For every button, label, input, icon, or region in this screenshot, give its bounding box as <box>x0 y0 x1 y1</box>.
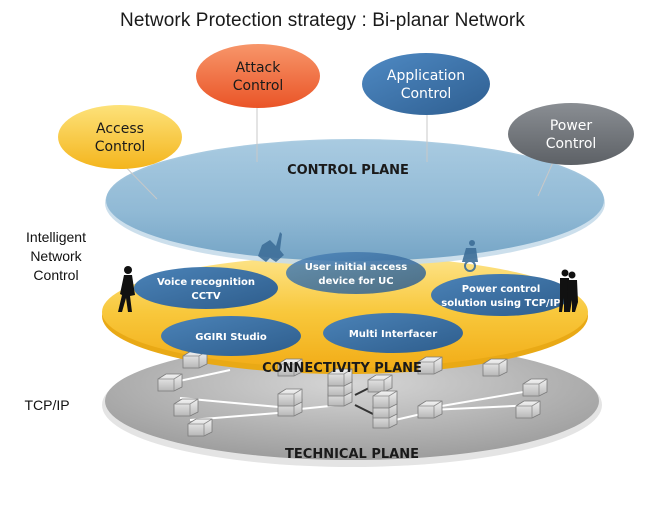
connectivity-plane-label: CONNECTIVITY PLANE <box>262 361 422 376</box>
item-shape <box>286 252 426 294</box>
item-label: device for UC <box>318 276 393 287</box>
side-label-line: Intelligent <box>26 229 86 245</box>
bubble-label: Power <box>550 118 593 134</box>
item-label: CCTV <box>191 291 220 302</box>
wheelchair-user-icon <box>462 240 478 272</box>
power-solution-item: Power control solution using TCP/IP <box>431 274 571 316</box>
network-device-icon <box>277 358 303 377</box>
network-nodes <box>157 350 548 437</box>
bubble-label: Application <box>387 68 465 84</box>
network-device-icon <box>277 388 303 417</box>
bubble-shape <box>196 44 320 108</box>
side-label-line: Network <box>30 248 82 264</box>
technical-plane-label: TECHNICAL PLANE <box>285 447 419 462</box>
item-shape <box>134 267 278 309</box>
network-device-icon <box>157 373 183 392</box>
network-device-icon <box>482 358 508 377</box>
bubble-shape <box>362 53 490 115</box>
diagram-title: Network Protection strategy : Bi-planar … <box>120 10 525 31</box>
user-access-item: User initial access device for UC <box>286 252 426 294</box>
bubble-label: Control <box>546 136 597 152</box>
network-device-icon <box>372 390 398 429</box>
control-plane <box>105 139 605 266</box>
network-device-icon <box>187 418 213 437</box>
control-plane-label: CONTROL PLANE <box>287 163 409 178</box>
item-shape <box>161 316 301 356</box>
item-label: solution using TCP/IP <box>441 298 561 309</box>
network-device-icon <box>522 378 548 397</box>
item-label: GGIRI Studio <box>195 332 267 343</box>
network-device-icon <box>367 374 393 393</box>
network-device-icon <box>417 356 443 375</box>
tcpip-label: TCP/IP <box>24 397 70 413</box>
bubble-label: Access <box>96 121 144 137</box>
people-silhouettes <box>118 232 578 312</box>
couple-icon <box>559 269 578 312</box>
item-label: Voice recognition <box>157 277 255 288</box>
bubble-label: Control <box>95 139 146 155</box>
control-bubbles: AccessControlAttackControlApplicationCon… <box>58 44 634 169</box>
walking-woman-icon <box>118 266 135 312</box>
bubble-shape <box>508 103 634 165</box>
network-device-icon <box>173 398 199 417</box>
network-device-icon <box>515 400 541 419</box>
intelligent-network-control-label: Intelligent Network Control <box>14 228 98 285</box>
connectivity-items-top: User initial access device for UC <box>286 252 426 294</box>
item-label: User initial access <box>305 262 407 273</box>
item-label: Power control <box>462 284 541 295</box>
network-device-icon <box>417 400 443 419</box>
bubble-label: Control <box>233 78 284 94</box>
item-shape <box>431 274 571 316</box>
bubble-label: Control <box>401 86 452 102</box>
item-label: Multi Interfacer <box>349 329 437 340</box>
multi-item: Multi Interfacer <box>323 313 463 353</box>
side-label-line: Control <box>33 267 79 283</box>
network-device-icon <box>182 350 208 369</box>
bubble-label: Attack <box>236 60 282 76</box>
network-device-icon <box>327 368 353 407</box>
bubble-shape <box>58 105 182 169</box>
item-shape <box>323 313 463 353</box>
dancer-icon <box>258 232 284 262</box>
ggiri-item: GGIRI Studio <box>161 316 301 356</box>
